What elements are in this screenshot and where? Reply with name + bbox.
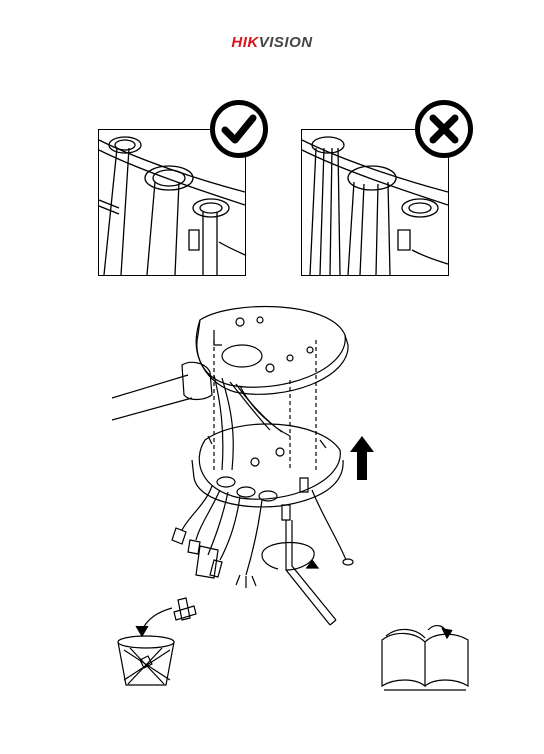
up-arrow-icon: [350, 436, 374, 480]
manual-book-icon: [382, 626, 468, 690]
rotate-arrow-icon: [262, 543, 318, 570]
mounting-base-icon: [192, 424, 343, 507]
checkmark-icon: [215, 105, 263, 153]
brand-logo: HIKVISION: [0, 34, 544, 51]
mounting-plate-icon: [196, 306, 348, 394]
cross-badge: [415, 100, 473, 158]
trash-bin-icon: [118, 636, 174, 685]
hex-key-icon: [282, 505, 336, 625]
removed-plug-icon: [174, 598, 196, 620]
cross-icon: [420, 105, 468, 153]
brand-logo-part2: VISION: [259, 34, 313, 51]
brand-logo-part1: HIK: [231, 34, 258, 51]
checkmark-badge: [210, 100, 268, 158]
cable-bundle-icon: [214, 375, 290, 470]
mounting-arm-icon: [112, 362, 212, 420]
